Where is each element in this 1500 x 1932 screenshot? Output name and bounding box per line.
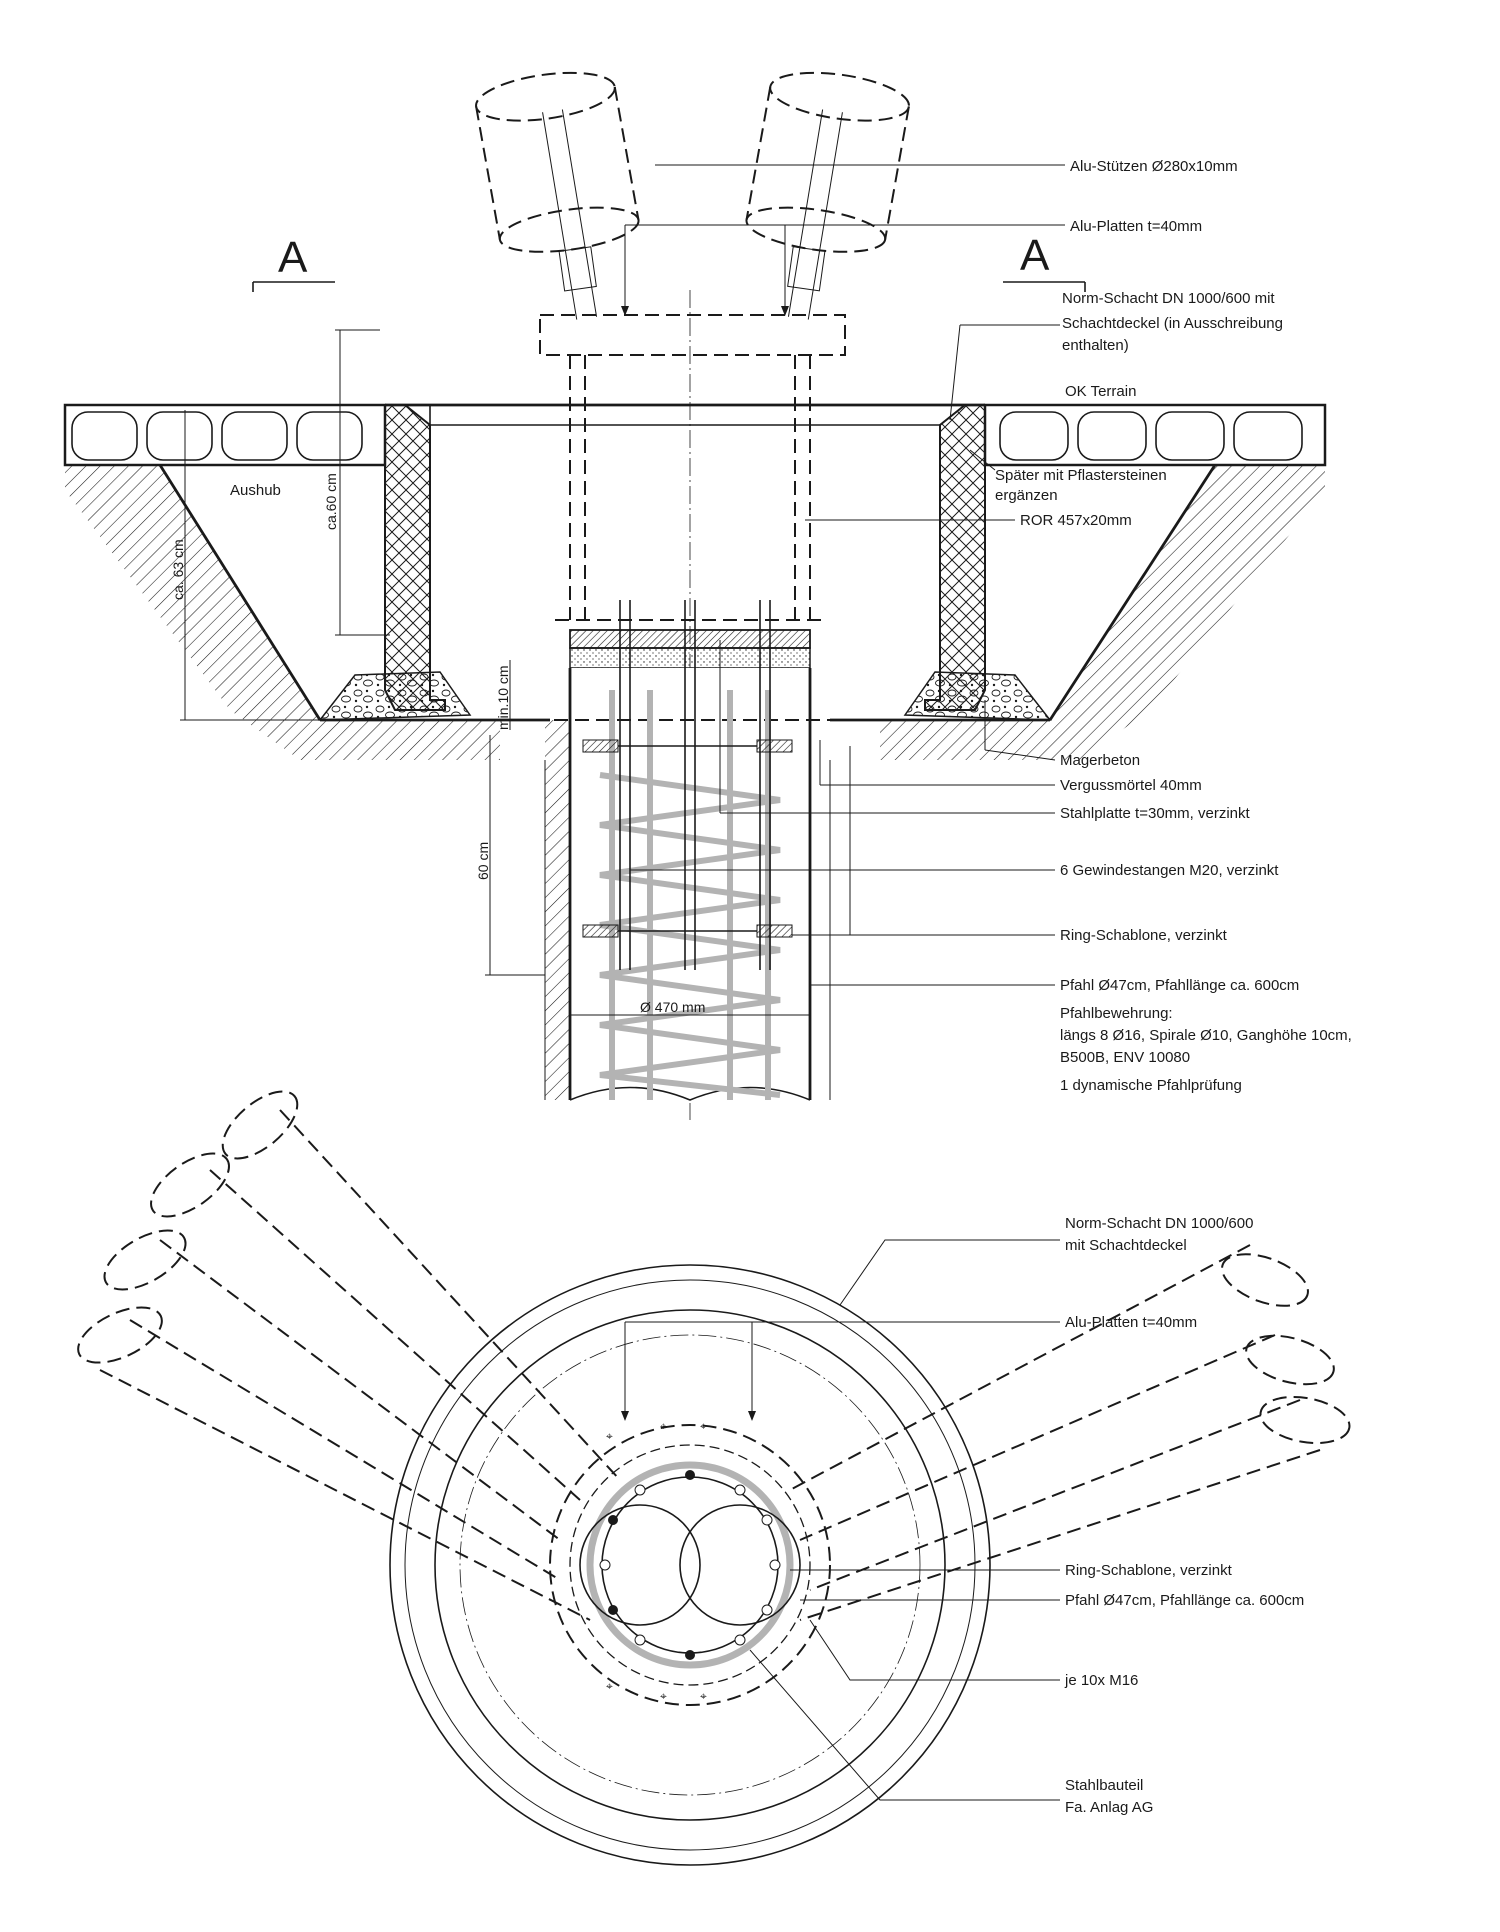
svg-text:⌖: ⌖	[660, 1689, 667, 1703]
plan-label-ring-schablone: Ring-Schablone, verzinkt	[1065, 1562, 1233, 1579]
svg-text:⌖: ⌖	[700, 1689, 707, 1703]
shaft-wall-right	[924, 404, 986, 711]
section-view: A A	[63, 71, 1352, 1120]
plan-label-alu-platten: Alu-Platten t=40mm	[1065, 1314, 1197, 1331]
alu-plate	[539, 314, 846, 356]
paving-left	[63, 403, 387, 467]
plan-columns-right	[789, 1244, 1351, 1621]
alu-column-right	[745, 71, 910, 320]
dim-60cm-text: 60 cm	[475, 842, 491, 880]
section-mark-left: A	[252, 233, 335, 292]
plan-label-pfahl: Pfahl Ø47cm, Pfahllänge ca. 600cm	[1065, 1592, 1304, 1609]
label-gewindestangen: 6 Gewindestangen M20, verzinkt	[1060, 862, 1279, 879]
paving-right	[983, 403, 1327, 467]
dim-min10-text: min.10 cm	[495, 665, 511, 730]
shaft-wall-left	[384, 404, 446, 711]
plan-label-stahlbauteil-1: Stahlbauteil	[1065, 1777, 1143, 1794]
dimension-ca60: ca.60 cm	[323, 329, 390, 636]
svg-text:⌖: ⌖	[606, 1429, 613, 1443]
bolts: ⌖ ⌖ ⌖ ⌖ ⌖ ⌖	[599, 1419, 781, 1703]
steel-plate	[569, 629, 811, 649]
plan-label-norm-schacht-1: Norm-Schacht DN 1000/600	[1065, 1215, 1253, 1232]
label-ring-schablone: Ring-Schablone, verzinkt	[1060, 927, 1228, 944]
svg-text:⌖: ⌖	[660, 1419, 667, 1433]
label-pfahlpruefung: 1 dynamische Pfahlprüfung	[1060, 1077, 1242, 1094]
section-mark-left-letter: A	[278, 233, 308, 282]
plan-label-norm-schacht-2: mit Schachtdeckel	[1065, 1237, 1187, 1254]
label-norm-schacht-2: Schachtdeckel (in Ausschreibung	[1062, 315, 1283, 332]
label-alu-platten: Alu-Platten t=40mm	[1070, 218, 1202, 235]
plan-view: ⌖ ⌖ ⌖ ⌖ ⌖ ⌖ Norm-Schacht DN 1000/600 mit…	[77, 1090, 1351, 1866]
label-aushub: Aushub	[230, 482, 281, 499]
section-mark-right-letter: A	[1020, 231, 1050, 280]
dim-ca60-text: ca.60 cm	[323, 473, 339, 530]
label-pfahl: Pfahl Ø47cm, Pfahllänge ca. 600cm	[1060, 977, 1299, 994]
label-pfahlbewehrung-2: längs 8 Ø16, Spirale Ø10, Ganghöhe 10cm,	[1060, 1027, 1352, 1044]
dimension-min10: min.10 cm	[495, 660, 511, 730]
soil-left	[65, 465, 500, 760]
plan-label-stahlbauteil-2: Fa. Anlag AG	[1065, 1799, 1153, 1816]
plate-outline	[549, 1424, 831, 1706]
label-pfahlbewehrung-3: B500B, ENV 10080	[1060, 1049, 1190, 1066]
dim-ca63-text: ca. 63 cm	[170, 539, 186, 600]
plan-label-m16: je 10x M16	[1064, 1672, 1138, 1689]
label-spaeter-2: ergänzen	[995, 487, 1058, 504]
manhole-outer	[389, 1264, 991, 1866]
grout-layer	[569, 647, 811, 669]
pile	[470, 600, 920, 1103]
label-spaeter-1: Später mit Pflastersteinen	[995, 467, 1167, 484]
label-pfahlbewehrung-1: Pfahlbewehrung:	[1060, 1005, 1173, 1022]
dim-d470-text: Ø 470 mm	[640, 999, 705, 1015]
section-mark-right: A	[1003, 231, 1086, 292]
dimension-60cm: 60 cm	[475, 735, 545, 976]
soil-right	[880, 465, 1325, 760]
dimension-ca63: ca. 63 cm	[170, 410, 330, 721]
label-stahlplatte: Stahlplatte t=30mm, verzinkt	[1060, 805, 1251, 822]
label-alu-stuetzen: Alu-Stützen Ø280x10mm	[1070, 158, 1238, 175]
label-ok-terrain: OK Terrain	[1065, 383, 1136, 400]
label-magerbeton: Magerbeton	[1060, 752, 1140, 769]
svg-text:⌖: ⌖	[606, 1679, 613, 1693]
ring-template	[586, 1461, 794, 1669]
svg-text:⌖: ⌖	[700, 1419, 707, 1433]
label-norm-schacht-3: enthalten)	[1062, 337, 1129, 354]
label-vergussmoertel: Vergussmörtel 40mm	[1060, 777, 1202, 794]
label-ror: ROR 457x20mm	[1020, 512, 1132, 529]
label-norm-schacht-1: Norm-Schacht DN 1000/600 mit	[1062, 290, 1275, 307]
alu-column-left	[475, 71, 640, 320]
plan-columns-left	[77, 1090, 621, 1621]
